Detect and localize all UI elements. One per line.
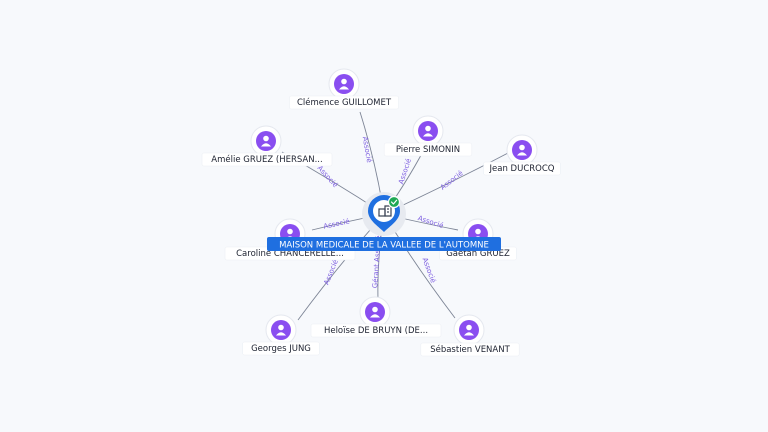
person-name[interactable]: Heloïse DE BRUYN (DE...	[324, 326, 428, 336]
person-node[interactable]: Pierre SIMONIN	[383, 115, 473, 157]
person-label-box	[483, 161, 561, 176]
person-node[interactable]: Clémence GUILLOMET	[289, 68, 399, 110]
company-label-box	[267, 237, 501, 251]
relationship-label: Gérant Associé	[371, 235, 383, 288]
person-icon	[339, 78, 349, 90]
person-name[interactable]: Amélie GRUEZ (HERSAN...	[211, 154, 322, 165]
relationship-label: Associé	[421, 257, 438, 285]
person-icon	[276, 324, 286, 336]
person-icon	[370, 306, 380, 318]
relationship-label: Associé	[397, 158, 413, 186]
person-icon	[464, 324, 474, 336]
person-label-box	[242, 341, 320, 356]
verified-badge	[387, 195, 401, 209]
person-name[interactable]: Jean DUCROCQ	[489, 164, 555, 174]
person-label-box	[420, 342, 520, 357]
person-label-box	[310, 323, 442, 338]
relationship-label: Associé	[316, 164, 340, 189]
relationship-label: Associé	[417, 214, 445, 230]
company-name[interactable]: MAISON MEDICALE DE LA VALLEE DE L'AUTOMN…	[279, 241, 489, 251]
relationship-label: Associé	[323, 217, 351, 230]
relationship-label: Associé	[322, 258, 339, 286]
person-node[interactable]: Sébastien VENANT	[420, 314, 520, 357]
relationship-label: Associé	[361, 136, 373, 163]
person-label-box	[289, 95, 399, 110]
check-icon	[387, 195, 401, 209]
person-icon	[261, 135, 271, 147]
person-node[interactable]: Amélie GRUEZ (HERSAN...	[201, 125, 333, 167]
person-label-box	[201, 152, 333, 167]
person-name[interactable]: Caroline CHANCERELLE...	[236, 249, 344, 259]
person-node[interactable]: Georges JUNG	[242, 314, 320, 356]
person-name[interactable]: Gaëtan GRUEZ	[446, 249, 510, 259]
person-icon	[423, 125, 433, 137]
person-name[interactable]: Georges JUNG	[251, 344, 311, 354]
person-node[interactable]: Heloïse DE BRUYN (DE...	[310, 296, 442, 338]
person-name[interactable]: Sébastien VENANT	[430, 344, 510, 355]
person-icon	[517, 144, 527, 156]
person-label-box	[383, 142, 473, 157]
person-name[interactable]: Pierre SIMONIN	[396, 145, 460, 155]
person-node[interactable]: Jean DUCROCQ	[483, 134, 561, 176]
company-node[interactable]: MAISON MEDICALE DE LA VALLEE DE L'AUTOMN…	[267, 192, 501, 251]
relationship-label: Associé	[439, 169, 465, 192]
person-name[interactable]: Clémence GUILLOMET	[297, 97, 392, 108]
